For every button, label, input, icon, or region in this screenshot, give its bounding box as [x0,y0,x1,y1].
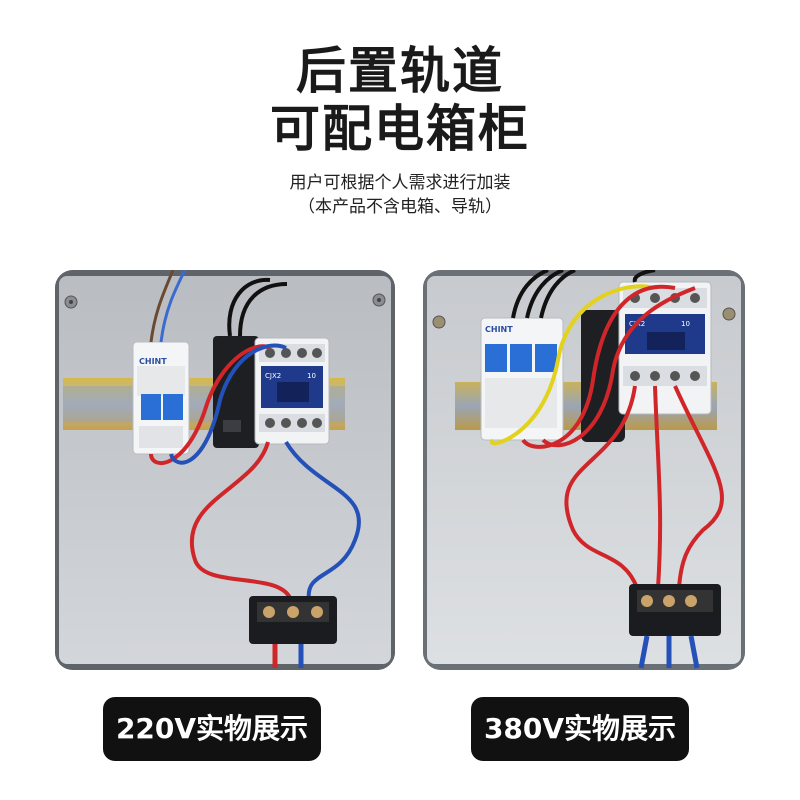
contactor-rating-label: 10 [307,372,316,380]
blue-wire [169,343,287,465]
breaker-toggle [485,344,507,372]
screw-icon [432,315,446,329]
breaker-brand-label: CHINT [139,357,167,366]
black-module [581,310,625,442]
yellow-wire [489,284,656,446]
breaker-toggle [141,394,161,420]
screw-icon [722,307,736,321]
subtitle-line-2: （本产品不含电箱、导轨） [298,197,502,217]
caption-380v: 380V实物展示 [471,697,689,761]
breaker-brand-label: CHINT [485,325,513,334]
photo-380v-cabinet: CHINT CJX2 10 [423,270,745,670]
cabinet-220v-illustration: CHINT CJX2 10 [55,270,395,670]
subtitle-line-1: 用户可根据个人需求进行加装 [289,173,511,193]
back-panel [59,276,391,664]
title-line-1: 后置轨道 [296,42,504,100]
contactor-rating-label: 10 [681,320,690,328]
red-wire [521,284,676,449]
title-line-2: 可配电箱柜 [270,100,530,158]
red-wire [149,344,271,465]
caption-220v: 220V实物展示 [103,697,321,761]
contactor-model-label: CJX2 [265,372,281,380]
photo-220v-cabinet: CHINT CJX2 10 [55,270,395,670]
cabinet-380v-illustration: CHINT CJX2 10 [423,270,745,670]
